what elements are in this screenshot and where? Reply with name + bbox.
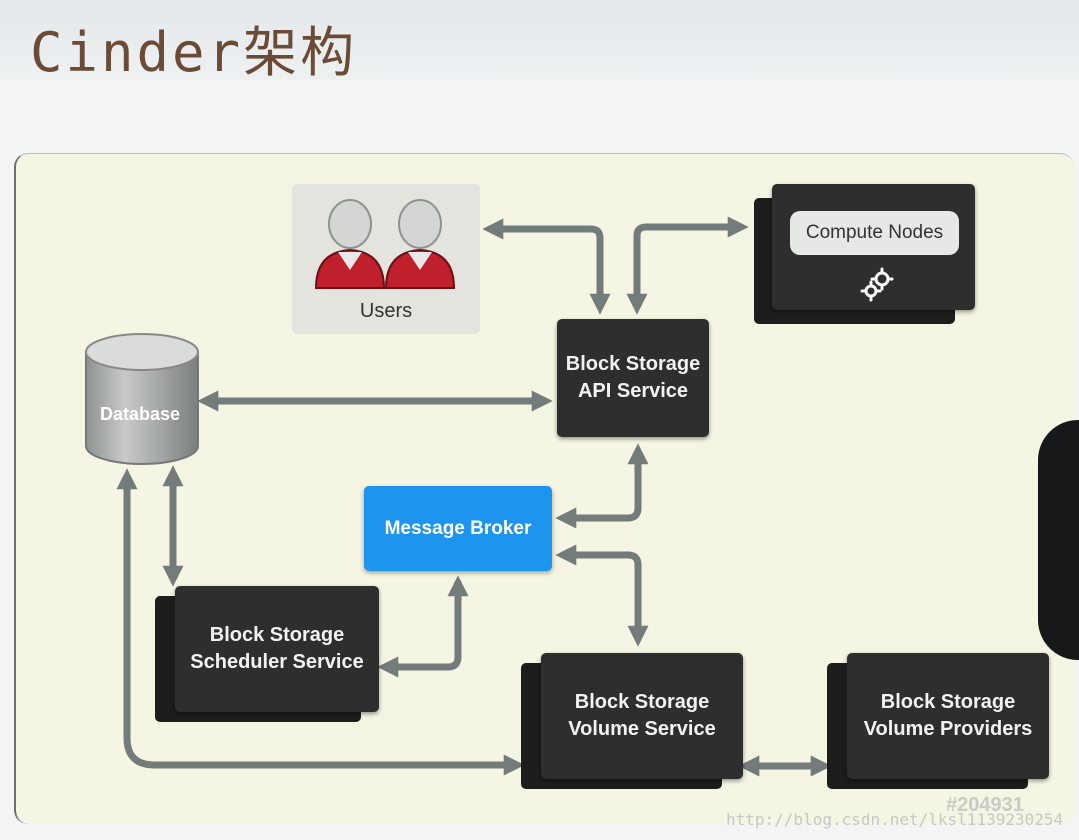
- presenter-silhouette: [1038, 420, 1079, 660]
- arrow-broker-api: [555, 443, 649, 529]
- arrow-broker-volume: [555, 544, 649, 647]
- scheduler-service-label: Block Storage Scheduler Service: [190, 624, 364, 673]
- arrow-users-api: [482, 218, 611, 315]
- api-service-label: Block Storage API Service: [565, 353, 701, 402]
- user-icon-left: [314, 199, 386, 289]
- database-label: Database: [99, 404, 181, 424]
- arrow-compute-api: [626, 216, 749, 315]
- users-box: Users: [292, 184, 480, 334]
- watermark-number: #204931: [946, 794, 1024, 816]
- arrow-broker-scheduler: [377, 575, 469, 678]
- arrow-db-volume: [116, 468, 525, 776]
- message-broker-box: Message Broker: [364, 486, 552, 571]
- volume-service-box: Block Storage Volume Service: [541, 653, 743, 779]
- scheduler-service-box: Block Storage Scheduler Service: [175, 586, 379, 712]
- api-service-box: Block Storage API Service: [557, 319, 709, 437]
- compute-nodes-label: Compute Nodes: [790, 211, 959, 255]
- watermark-url: http://blog.csdn.net/lksl1139230254: [726, 810, 1064, 829]
- gears-icon: [860, 267, 894, 302]
- volume-service-label: Block Storage Volume Service: [568, 691, 716, 740]
- database-cylinder-icon: [85, 333, 199, 465]
- users-label: Users: [359, 300, 413, 322]
- volume-providers-label: Block Storage Volume Providers: [863, 691, 1033, 740]
- volume-providers-box: Block Storage Volume Providers: [847, 653, 1049, 779]
- slide-title: Cinder架构: [30, 21, 358, 84]
- user-pair-icon: [314, 199, 456, 289]
- user-icon-right: [384, 199, 456, 289]
- title-band: [0, 0, 1079, 80]
- message-broker-label: Message Broker: [384, 517, 532, 539]
